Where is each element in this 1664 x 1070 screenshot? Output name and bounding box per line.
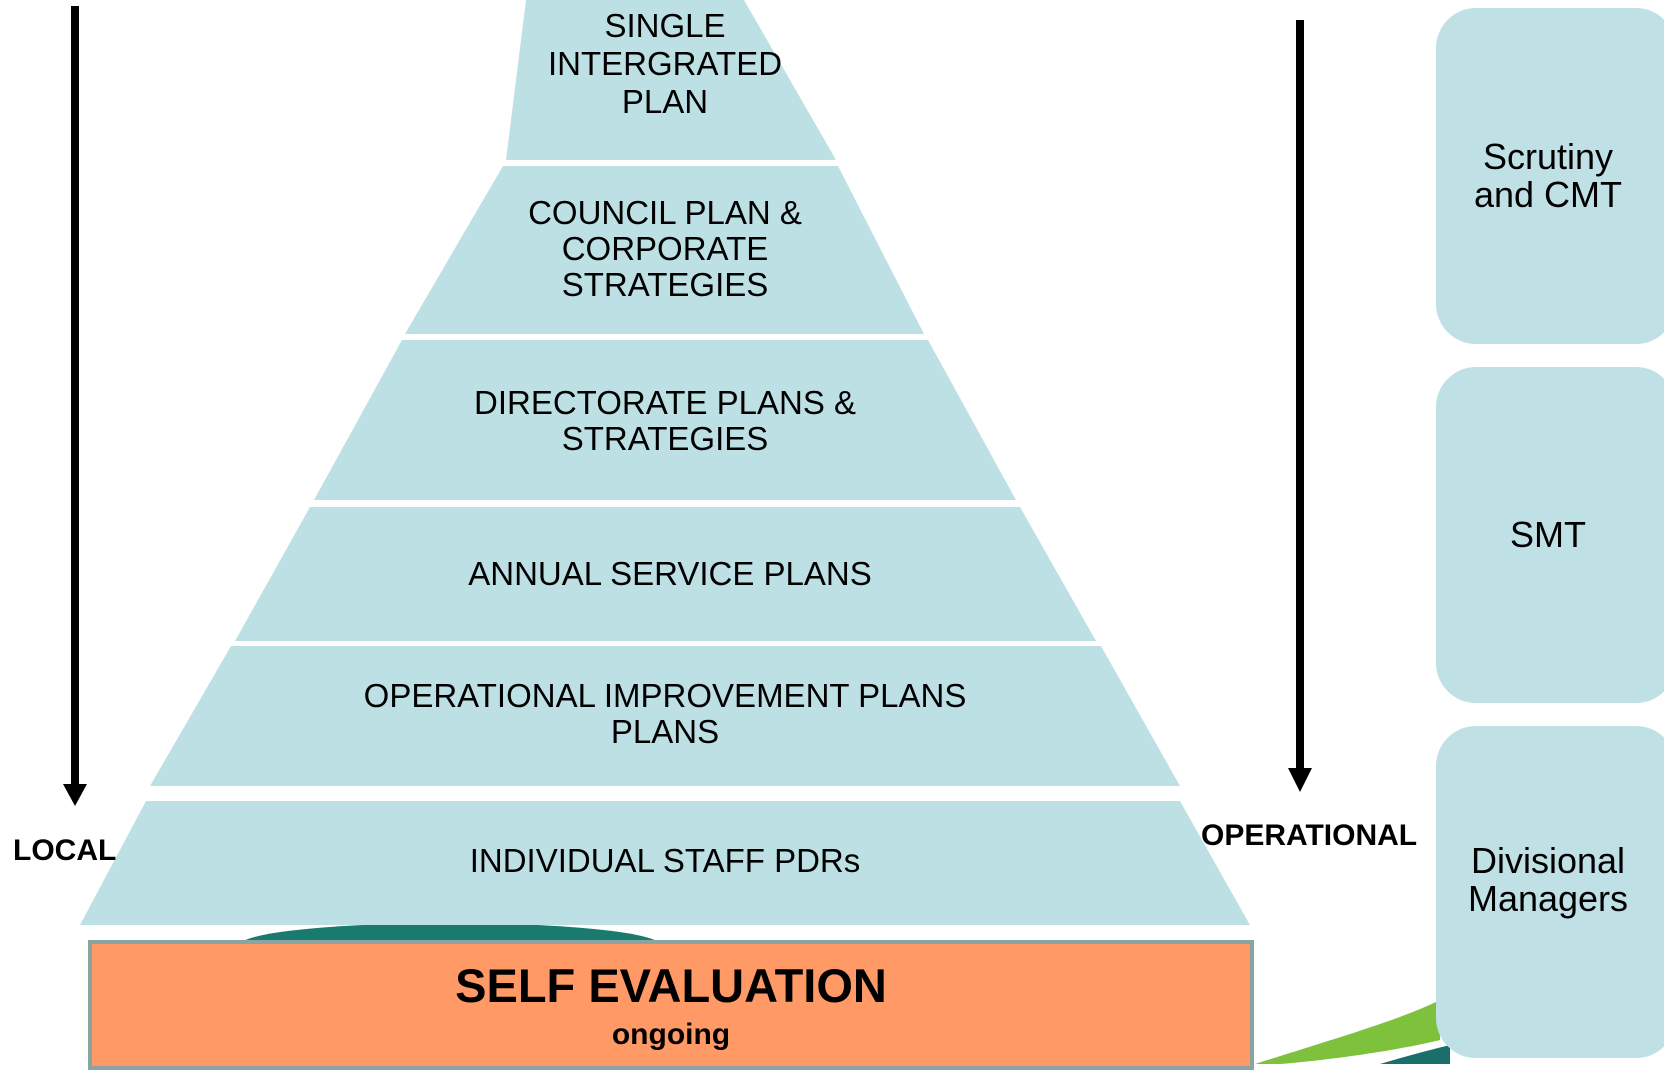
tier-3-line-2: STRATEGIES <box>561 420 769 457</box>
right-down-arrow <box>1288 20 1312 792</box>
side-box-2-text: SMT <box>1510 514 1586 555</box>
tier-3-label: DIRECTORATE PLANS & STRATEGIES <box>0 385 1330 457</box>
tier-2-label: COUNCIL PLAN & CORPORATE STRATEGIES <box>0 195 1330 303</box>
green-swoosh <box>1255 1000 1440 1064</box>
pyramid-tier-1 <box>506 0 836 160</box>
tier-5-label: OPERATIONAL IMPROVEMENT PLANS PLANS <box>0 678 1330 750</box>
tier-5-line-1: OPERATIONAL IMPROVEMENT PLANS <box>363 677 967 714</box>
tier-1-line-1: SINGLE <box>604 7 726 44</box>
pyramid-tier-5 <box>150 646 1180 786</box>
tier-1-line-3: PLAN <box>621 83 709 120</box>
right-arrowhead <box>1288 768 1312 792</box>
left-arrowhead <box>63 784 87 806</box>
side-box-smt: SMT <box>1436 367 1664 703</box>
tier-6-line-1: INDIVIDUAL STAFF PDRs <box>469 842 861 879</box>
self-evaluation-subtitle: ongoing <box>611 1018 731 1051</box>
teal-swoosh-right <box>1380 1045 1450 1064</box>
tier-2-line-2: CORPORATE <box>561 230 769 267</box>
tier-2-line-1: COUNCIL PLAN & <box>528 194 802 231</box>
tier-3-line-1: DIRECTORATE PLANS & <box>473 384 857 421</box>
side-box-3-text: Divisional Managers <box>1467 840 1629 919</box>
side-box-scrutiny-cmt: Scrutiny and CMT <box>1436 8 1664 344</box>
tier-2-line-3: STRATEGIES <box>561 266 769 303</box>
local-label: LOCAL <box>13 834 117 867</box>
self-evaluation-title: SELF EVALUATION <box>455 959 887 1012</box>
tier-1-line-2: INTERGRATED <box>547 45 783 82</box>
tier-6-label: INDIVIDUAL STAFF PDRs <box>0 843 1330 879</box>
side-box-divisional-managers: Divisional Managers <box>1436 726 1664 1058</box>
pyramid-tier-2 <box>405 166 924 334</box>
operational-label: OPERATIONAL <box>1201 819 1418 852</box>
side-box-1-text: Scrutiny and CMT <box>1473 136 1623 215</box>
tier-1-label: SINGLE INTERGRATED PLAN <box>0 8 1330 120</box>
pyramid-tier-6 <box>80 801 1250 925</box>
tier-4-line-1: ANNUAL SERVICE PLANS <box>468 555 872 592</box>
pyramid-tier-3 <box>314 340 1016 500</box>
left-down-arrow <box>63 6 87 806</box>
tier-5-line-2: PLANS <box>610 713 720 750</box>
self-evaluation-base: SELF EVALUATION ongoing <box>88 940 1254 1070</box>
tier-4-label: ANNUAL SERVICE PLANS <box>5 556 1335 592</box>
pyramid-tier-4 <box>235 507 1096 641</box>
